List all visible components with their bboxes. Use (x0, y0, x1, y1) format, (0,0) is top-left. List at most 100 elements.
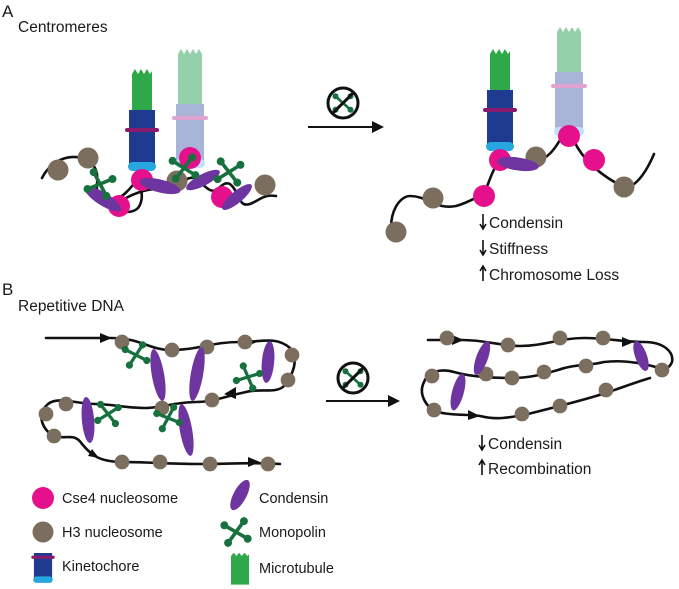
effect-item: Chromosome Loss (479, 264, 619, 284)
h3-nucleosome-icon (164, 342, 180, 358)
h3-nucleosome-icon (426, 402, 442, 418)
legend-item: Kinetochore (31, 553, 139, 583)
h3-nucleosome-icon (114, 454, 130, 470)
dna-direction-icon (100, 333, 112, 343)
h3-nucleosome-icon (439, 330, 455, 346)
h3-nucleosome-icon (260, 456, 276, 472)
legend-label: H3 nucleosome (62, 525, 163, 541)
h3-nucleosome-icon (552, 398, 568, 414)
dna-direction-icon (224, 387, 236, 399)
panel-b-effects: Condensin Recombination (478, 435, 591, 478)
cse4-nucleosome-icon (473, 185, 495, 207)
h3-nucleosome-icon (47, 159, 69, 181)
legend-label: Monopolin (259, 525, 326, 541)
microtubule-icon (178, 49, 202, 104)
h3-nucleosome-icon (598, 382, 614, 398)
h3-nucleosome-icon (204, 392, 220, 408)
h3-nucleosome-icon (237, 334, 253, 350)
h3-nucleosome-icon (46, 428, 62, 444)
dna-direction-icon (468, 410, 480, 420)
arrow-head-icon (372, 121, 384, 133)
effect-item: Condensin (478, 435, 562, 453)
condensin-icon (186, 346, 208, 402)
panel-a-letter: A (2, 2, 14, 21)
effect-label: Condensin (488, 436, 562, 453)
h3-nucleosome-icon (202, 456, 218, 472)
h3-nucleosome-icon (32, 521, 54, 543)
condensin-icon (175, 403, 197, 457)
cse4-nucleosome-icon (583, 149, 605, 171)
panel-b: B Repetitive DNA (2, 280, 674, 478)
dna-direction-icon (452, 335, 464, 345)
dna-direction-icon (622, 337, 634, 347)
monopolin-icon (217, 514, 255, 550)
h3-nucleosome-icon (578, 358, 594, 374)
cse4-nucleosome-icon (32, 487, 54, 509)
h3-nucleosome-icon (280, 372, 296, 388)
condensin-icon (226, 477, 254, 513)
centromere-intact (40, 49, 278, 217)
cse4-nucleosome-icon (558, 125, 580, 147)
rdna-intact (38, 333, 300, 472)
legend: Cse4 nucleosome H3 nucleosome Kinetochor… (31, 477, 334, 585)
panel-a-title: Centromeres (18, 19, 108, 36)
h3-nucleosome-icon (552, 330, 568, 346)
legend-label: Cse4 nucleosome (62, 491, 178, 507)
h3-nucleosome-icon (424, 368, 440, 384)
panel-b-title: Repetitive DNA (18, 298, 125, 315)
dna-direction-icon (88, 449, 99, 458)
condensin-icon (630, 339, 652, 373)
legend-item: Condensin (226, 477, 328, 513)
down-arrow-icon (478, 435, 486, 452)
effect-item: Condensin (479, 214, 563, 232)
dna-direction-icon (248, 457, 260, 467)
legend-item: Monopolin (217, 514, 326, 550)
down-arrow-icon (479, 214, 487, 231)
h3-nucleosome-icon (536, 364, 552, 380)
h3-nucleosome-icon (152, 454, 168, 470)
kinetochore-icon (31, 553, 55, 583)
rdna-disrupted (420, 330, 674, 422)
h3-nucleosome-icon (422, 187, 444, 209)
legend-item: Cse4 nucleosome (32, 487, 178, 509)
h3-nucleosome-icon (514, 406, 530, 422)
h3-nucleosome-icon (38, 406, 54, 422)
legend-label: Condensin (259, 491, 328, 507)
h3-nucleosome-icon (613, 176, 635, 198)
dna-strand (40, 336, 296, 466)
h3-nucleosome-icon (595, 330, 611, 346)
effect-item: Stiffness (479, 240, 548, 258)
panel-a: A Centromeres (2, 2, 656, 284)
legend-label: Kinetochore (62, 559, 139, 575)
down-arrow-icon (479, 240, 487, 257)
condensin-icon (147, 348, 169, 402)
effect-label: Recombination (488, 461, 591, 478)
effect-item: Recombination (478, 458, 591, 478)
panel-a-effects: Condensin Stiffness Chromosome Loss (479, 214, 619, 284)
effect-label: Condensin (489, 215, 563, 232)
kinetochore-icon (483, 90, 517, 151)
h3-nucleosome-icon (254, 174, 276, 196)
legend-item: Microtubule (231, 552, 334, 585)
h3-nucleosome-icon (500, 337, 516, 353)
monopolin-loss-icon (328, 88, 358, 118)
effect-label: Stiffness (489, 241, 548, 258)
condensin-icon (447, 372, 469, 412)
monopolin-icon (230, 359, 266, 395)
h3-nucleosome-icon (654, 362, 670, 378)
microtubule-icon (231, 552, 249, 585)
centromere-stretched (385, 27, 656, 243)
kinetochore-icon (125, 110, 159, 171)
arrow-head-icon (388, 395, 400, 407)
h3-nucleosome-icon (504, 370, 520, 386)
condensin-icon (260, 340, 276, 384)
h3-nucleosome-icon (284, 347, 300, 363)
h3-nucleosome-icon (385, 221, 407, 243)
legend-label: Microtubule (259, 561, 334, 577)
panel-b-letter: B (2, 280, 13, 299)
h3-nucleosome-icon (58, 396, 74, 412)
legend-item: H3 nucleosome (32, 521, 163, 543)
up-arrow-icon (478, 458, 486, 475)
up-arrow-icon (479, 264, 487, 281)
